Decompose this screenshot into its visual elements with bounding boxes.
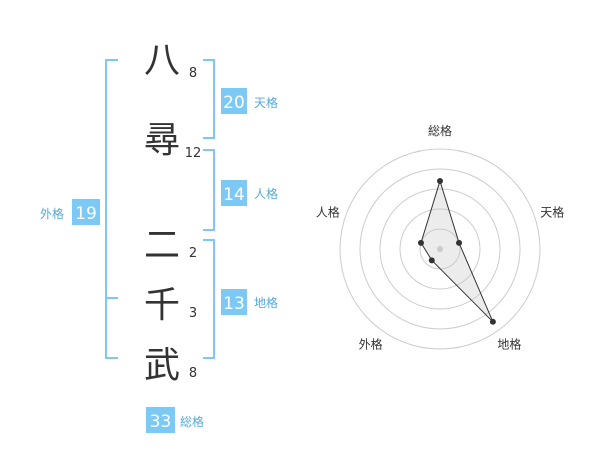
name-char-1: 八 — [144, 40, 180, 81]
radar-ring-4 — [359, 168, 521, 330]
radar-axis-label-4: 外格 — [359, 337, 383, 352]
gaikaku-score: 外格 19 — [40, 199, 100, 225]
stroke-count-5: 8 — [189, 366, 197, 381]
name-char-5: 武 — [144, 345, 180, 386]
radar-point-2 — [456, 239, 463, 246]
brackets — [105, 59, 215, 359]
stroke-count-4: 3 — [189, 306, 197, 321]
jinkaku-box — [221, 180, 247, 206]
jinkaku-label: 人格 — [254, 186, 278, 201]
tenkaku-label: 天格 — [254, 95, 278, 110]
tenkaku-score: 20 天格 — [221, 88, 278, 114]
gaikaku-value: 19 — [75, 204, 97, 224]
radar-rings — [339, 148, 541, 350]
chikaku-value: 13 — [223, 294, 245, 314]
radar-ring-3 — [379, 188, 501, 310]
radar-polygon — [420, 179, 494, 323]
chikaku-label: 地格 — [254, 295, 278, 310]
radar-point-3 — [489, 318, 496, 325]
name-char-3: 二 — [144, 225, 180, 266]
name-char-2: 尋 — [144, 120, 180, 161]
tenkaku-bracket — [203, 59, 215, 139]
chikaku-bracket — [203, 239, 215, 359]
radar-center-dot — [437, 246, 443, 252]
radar-axis-label-5: 人格 — [316, 205, 340, 220]
jinkaku-score: 14 人格 — [221, 180, 278, 206]
jinkaku-value: 14 — [223, 185, 245, 205]
name-char-4: 千 — [144, 285, 180, 326]
stroke-count-1: 8 — [189, 66, 197, 81]
soukaku-label: 総格 — [180, 414, 204, 429]
radar-axis-label-3: 地格 — [497, 337, 521, 352]
chikaku-box — [221, 289, 247, 315]
soukaku-score: 33 総格 — [146, 407, 204, 433]
gaikaku-box — [72, 199, 100, 225]
radar-points — [417, 178, 496, 325]
soukaku-value: 33 — [150, 412, 172, 432]
radar-axis-label-2: 天格 — [540, 205, 564, 220]
jinkaku-bracket — [203, 149, 215, 231]
radar-point-1 — [437, 178, 443, 184]
stroke-count-2: 12 — [185, 146, 202, 161]
radar-point-4 — [428, 257, 435, 264]
radar-ring-5 — [339, 148, 541, 350]
tenkaku-box — [221, 88, 247, 114]
radar-axis-label-1: 総格 — [428, 123, 452, 138]
tenkaku-value: 20 — [223, 93, 245, 113]
name-characters: 八 尋 二 千 武 — [144, 40, 180, 386]
stroke-count-3: 2 — [189, 246, 197, 261]
gaikaku-bracket — [105, 59, 118, 359]
stroke-counts: 8 12 2 3 8 — [185, 66, 202, 381]
radar-point-5 — [417, 239, 424, 246]
chikaku-score: 13 地格 — [221, 289, 278, 315]
radar-ring-2 — [399, 208, 481, 290]
soukaku-box — [146, 407, 175, 433]
gaikaku-label: 外格 — [40, 206, 64, 221]
